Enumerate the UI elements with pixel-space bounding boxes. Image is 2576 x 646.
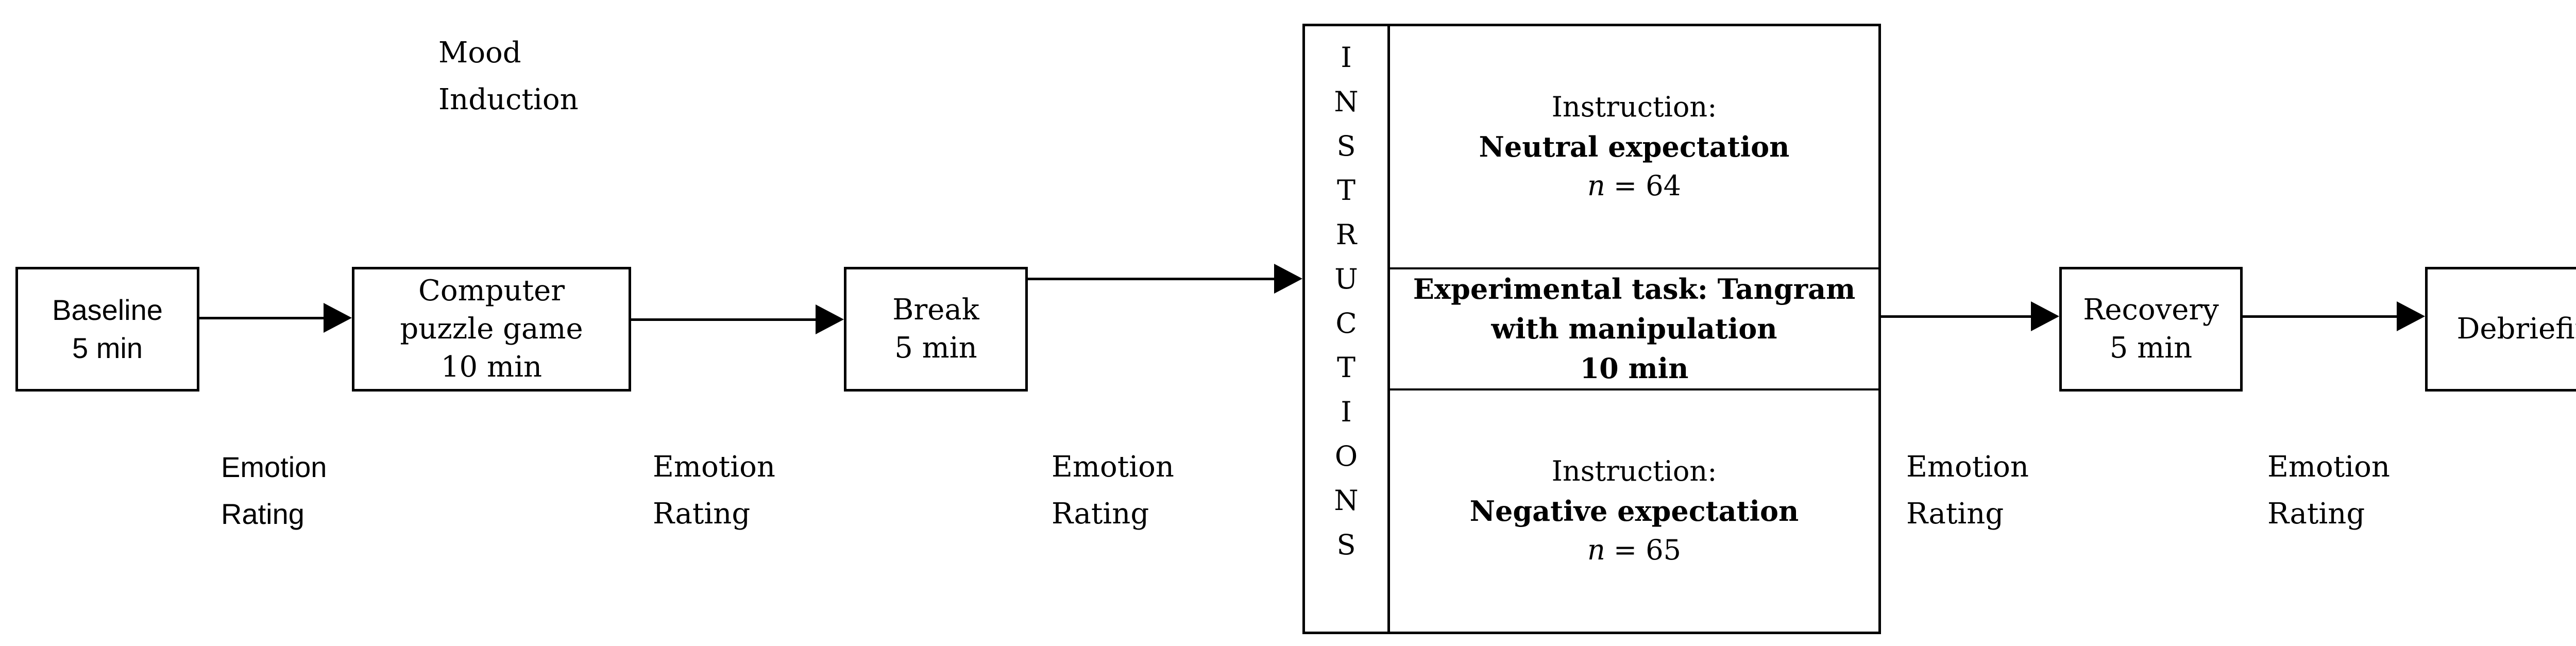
instructions-letter: T xyxy=(1336,174,1356,207)
negative-n-symbol: n xyxy=(1587,534,1605,567)
negative-title: Negative expectation xyxy=(1469,494,1799,528)
neutral-expectation-row: Instruction: Neutral expectation n = 64 xyxy=(1390,26,1878,267)
emotion-rating-label-2: Emotion Rating xyxy=(653,444,775,537)
debriefing-box-line1: Debriefing xyxy=(2456,312,2576,346)
recovery-box-line1: Recovery xyxy=(2083,293,2219,327)
emotion-rating-line1: Emotion xyxy=(221,451,327,483)
instructions-letter: R xyxy=(1335,218,1357,251)
baseline-box-line1: Baseline xyxy=(52,294,163,327)
neutral-title: Neutral expectation xyxy=(1479,130,1790,163)
neutral-heading: Instruction: xyxy=(1551,90,1717,123)
negative-sample-size: n = 65 xyxy=(1587,531,1681,570)
computer-box-line2: puzzle game xyxy=(400,312,583,346)
arrow-line xyxy=(199,317,327,319)
neutral-n-symbol: n xyxy=(1587,169,1605,202)
break-box-line2: 5 min xyxy=(894,331,977,365)
emotion-rating-line2: Rating xyxy=(1906,497,2004,531)
recovery-box: Recovery 5 min xyxy=(2059,267,2243,392)
mood-induction-line1: Mood xyxy=(438,36,521,70)
mood-induction-line2: Induction xyxy=(438,82,579,116)
negative-expectation-row: Instruction: Negative expectation n = 65 xyxy=(1390,390,1878,632)
baseline-box-line2: 5 min xyxy=(72,332,143,364)
instructions-letter: T xyxy=(1336,351,1356,384)
task-line2: with manipulation xyxy=(1491,312,1777,346)
arrow-head-icon xyxy=(2397,301,2425,331)
arrow-line xyxy=(1878,315,2034,318)
instructions-letter: I xyxy=(1341,41,1352,74)
recovery-box-line2: 5 min xyxy=(2109,331,2193,365)
experimental-task-row: Experimental task: Tangram with manipula… xyxy=(1390,267,1878,390)
computer-box-line3: 10 min xyxy=(440,350,543,384)
emotion-rating-line1: Emotion xyxy=(1052,450,1174,484)
emotion-rating-line2: Rating xyxy=(653,497,751,531)
arrow-line xyxy=(1028,278,1277,280)
arrow-line xyxy=(631,318,819,321)
emotion-rating-line2: Rating xyxy=(2267,497,2365,531)
emotion-rating-label-4: Emotion Rating xyxy=(1906,444,2029,537)
task-line3: 10 min xyxy=(1580,351,1689,385)
instructions-letter: U xyxy=(1334,263,1358,295)
arrow-head-icon xyxy=(2031,301,2059,331)
instructions-letter: S xyxy=(1336,529,1356,561)
condition-box: Instruction: Neutral expectation n = 64 … xyxy=(1387,24,1881,634)
instructions-letter: C xyxy=(1335,307,1357,339)
emotion-rating-label-3: Emotion Rating xyxy=(1052,444,1174,537)
computer-box-line1: Computer xyxy=(418,274,565,308)
emotion-rating-line2: Rating xyxy=(221,497,304,530)
break-box-line1: Break xyxy=(892,293,979,327)
arrow-head-icon xyxy=(324,303,352,333)
negative-n-value: = 65 xyxy=(1613,534,1681,567)
instructions-letter: S xyxy=(1336,130,1356,162)
arrow-head-icon xyxy=(1274,264,1302,294)
instructions-letter: N xyxy=(1334,86,1359,118)
task-line1: Experimental task: Tangram xyxy=(1413,273,1856,306)
emotion-rating-line1: Emotion xyxy=(1906,450,2029,484)
emotion-rating-label-5: Emotion Rating xyxy=(2267,444,2390,537)
arrow-line xyxy=(2243,315,2400,318)
emotion-rating-line1: Emotion xyxy=(2267,450,2390,484)
computer-puzzle-game-box: Computer puzzle game 10 min xyxy=(352,267,631,392)
baseline-box: Baseline 5 min xyxy=(15,267,199,392)
break-box: Break 5 min xyxy=(844,267,1028,392)
neutral-sample-size: n = 64 xyxy=(1587,166,1681,206)
neutral-n-value: = 64 xyxy=(1613,169,1681,202)
instructions-column: I N S T R U C T I O N S xyxy=(1302,24,1390,634)
instructions-letter: N xyxy=(1334,484,1359,517)
emotion-rating-line1: Emotion xyxy=(653,450,775,484)
emotion-rating-label-1: Emotion Rating xyxy=(221,444,327,537)
mood-induction-label: Mood Induction xyxy=(438,30,579,123)
arrow-head-icon xyxy=(816,304,844,334)
debriefing-box: Debriefing xyxy=(2425,267,2576,392)
negative-heading: Instruction: xyxy=(1551,454,1717,487)
instructions-letter: I xyxy=(1341,396,1352,428)
instructions-letter: O xyxy=(1334,440,1358,472)
emotion-rating-line2: Rating xyxy=(1052,497,1149,531)
